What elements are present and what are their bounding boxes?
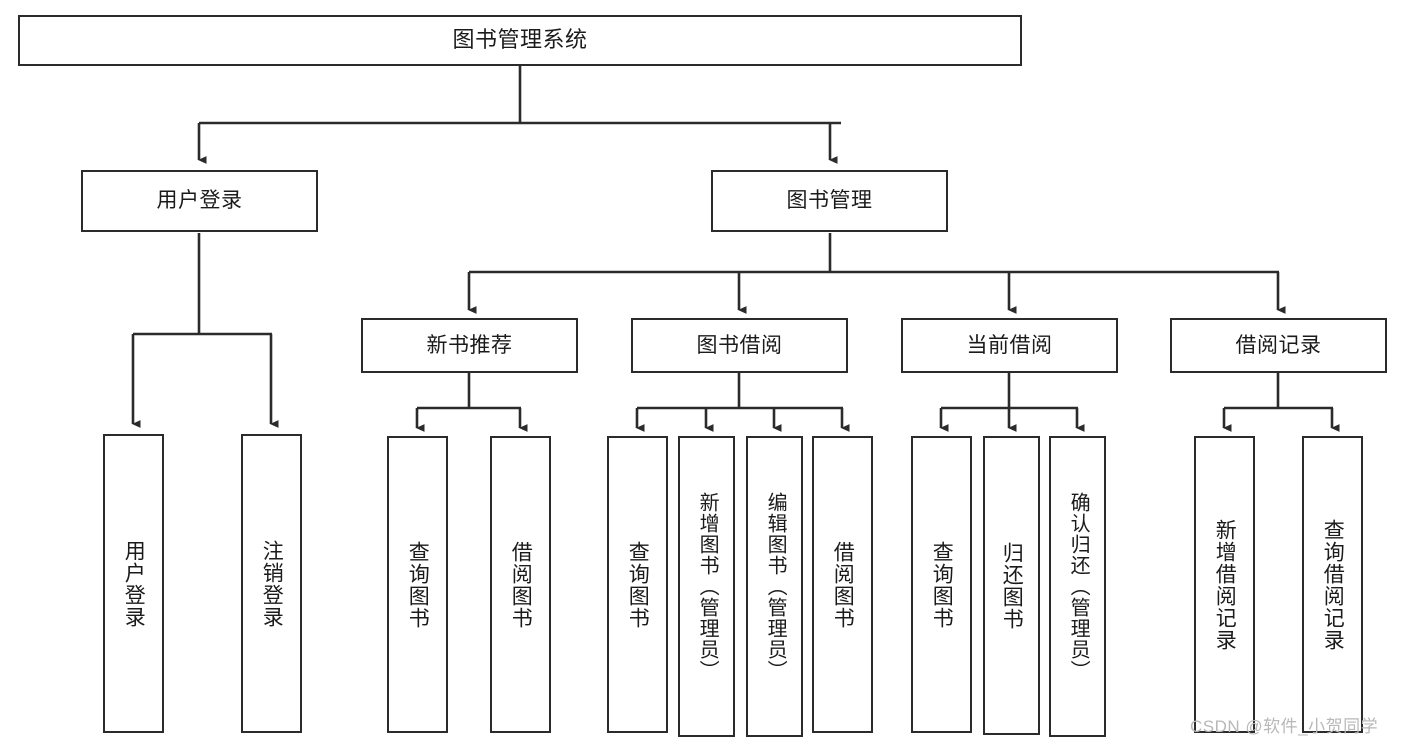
node-leaf-query-book-borrow[interactable]: 查询图书 xyxy=(607,436,668,733)
node-leaf-add-book-admin[interactable]: 新增图书（管理员） xyxy=(678,436,735,737)
node-label: 查询借阅记录 xyxy=(1321,518,1345,651)
node-label: 注销登录 xyxy=(260,539,284,628)
node-label: 确认归还（管理员） xyxy=(1067,492,1090,681)
node-label: 编辑图书（管理员） xyxy=(764,492,787,681)
node-leaf-query-book-current[interactable]: 查询图书 xyxy=(911,436,972,733)
node-label: 用户登录 xyxy=(122,539,146,628)
node-new-book-recommend[interactable]: 新书推荐 xyxy=(361,318,578,373)
node-leaf-query-borrow-record[interactable]: 查询借阅记录 xyxy=(1302,436,1363,733)
node-leaf-edit-book-admin[interactable]: 编辑图书（管理员） xyxy=(746,436,803,737)
node-current-borrow[interactable]: 当前借阅 xyxy=(901,318,1118,373)
node-leaf-user-login[interactable]: 用户登录 xyxy=(103,434,164,733)
node-label: 新书推荐 xyxy=(426,333,513,357)
node-label: 查询图书 xyxy=(406,540,430,629)
node-label: 借阅图书 xyxy=(831,540,855,629)
node-book-management[interactable]: 图书管理 xyxy=(711,170,948,232)
node-label: 借阅记录 xyxy=(1235,333,1322,357)
node-label: 新增借阅记录 xyxy=(1213,518,1237,651)
node-root-book-management-system[interactable]: 图书管理系统 xyxy=(18,15,1022,66)
node-leaf-query-book-recommend[interactable]: 查询图书 xyxy=(387,436,448,733)
node-label: 当前借阅 xyxy=(966,333,1053,357)
node-label: 新增图书（管理员） xyxy=(696,492,719,681)
node-label: 用户登录 xyxy=(156,189,243,213)
node-label: 借阅图书 xyxy=(509,540,533,629)
node-leaf-borrow-book-recommend[interactable]: 借阅图书 xyxy=(490,436,551,733)
csdn-watermark: CSDN @软件_小贺同学 xyxy=(1190,717,1379,736)
node-label: 图书管理 xyxy=(786,189,873,213)
node-user-login[interactable]: 用户登录 xyxy=(81,170,318,232)
node-leaf-add-borrow-record[interactable]: 新增借阅记录 xyxy=(1194,436,1255,733)
node-leaf-return-book[interactable]: 归还图书 xyxy=(983,436,1040,735)
node-label: 归还图书 xyxy=(1000,541,1024,630)
node-label: 图书借阅 xyxy=(696,333,783,357)
node-book-borrow[interactable]: 图书借阅 xyxy=(631,318,848,373)
node-leaf-confirm-return-admin[interactable]: 确认归还（管理员） xyxy=(1049,436,1106,737)
node-leaf-borrow-book-borrow[interactable]: 借阅图书 xyxy=(812,436,873,733)
node-label: 查询图书 xyxy=(626,540,650,629)
node-borrow-record[interactable]: 借阅记录 xyxy=(1170,318,1387,373)
node-label: 图书管理系统 xyxy=(452,27,588,53)
node-leaf-logout-login[interactable]: 注销登录 xyxy=(241,434,302,733)
node-label: 查询图书 xyxy=(930,540,954,629)
